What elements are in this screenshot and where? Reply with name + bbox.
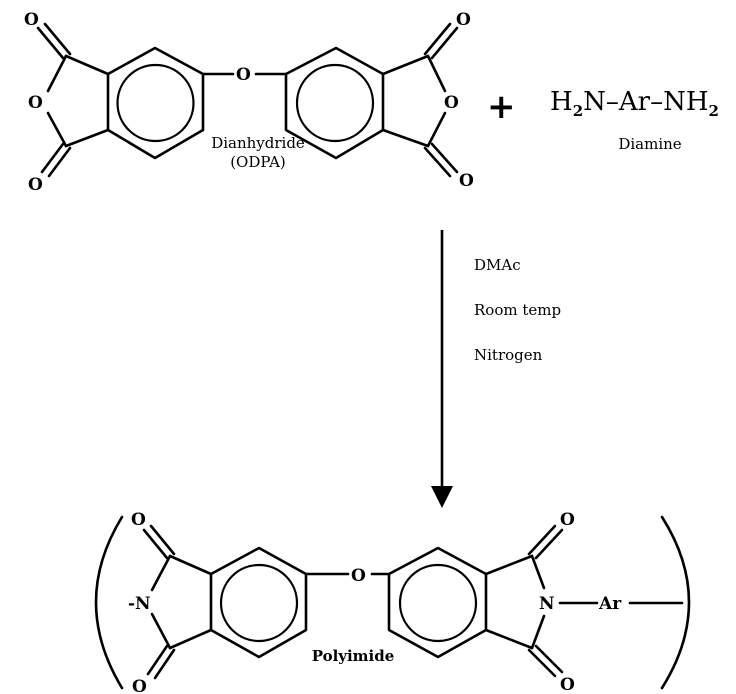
condition-solvent: DMAc <box>474 256 521 274</box>
dianhydride-abbrev: (ODPA) <box>230 153 286 171</box>
product-right-carbonyl-top-o: O <box>560 510 575 530</box>
reaction-arrow <box>431 230 453 508</box>
product-right-imide-n: N <box>539 594 555 614</box>
product-left-carbonyl-top-o: O <box>131 510 146 530</box>
diamine-formula: H2N–Ar–NH2 <box>550 87 719 120</box>
plus-sign: + <box>487 87 516 127</box>
ether-bridge-o: O <box>236 65 251 85</box>
left-ring-o: O <box>28 93 43 113</box>
right-carbonyl-top-o: O <box>456 10 471 30</box>
dianhydride-structure: O O O O O O O Dianhydride (ODPA) <box>24 10 474 195</box>
product-ether-bridge-o: O <box>351 566 366 586</box>
product-ar-group: Ar <box>598 594 622 614</box>
polyimide-structure: O -N O O O N O Ar Polyimide <box>94 510 691 694</box>
left-benzene-ring <box>106 46 205 160</box>
product-left-imide-ring <box>142 524 213 680</box>
condition-temperature: Room temp <box>474 301 561 319</box>
dianhydride-name: Dianhydride <box>211 134 305 152</box>
right-carbonyl-bottom-o: O <box>459 171 474 191</box>
product-right-benzene-ring <box>387 546 488 659</box>
condition-atmosphere: Nitrogen <box>474 346 543 364</box>
product-left-carbonyl-bottom-o: O <box>132 677 147 694</box>
diamine: H2N–Ar–NH2 Diamine <box>550 87 719 153</box>
product-name: Polyimide <box>312 647 395 665</box>
right-anhydride-ring <box>381 22 459 178</box>
left-bracket <box>94 515 124 690</box>
right-bracket <box>660 515 691 690</box>
product-left-benzene-ring <box>209 546 308 659</box>
product-left-imide-n: -N <box>128 594 151 614</box>
right-ring-o: O <box>444 93 459 113</box>
product-right-carbonyl-bottom-o: O <box>560 675 575 694</box>
product-right-imide-ring <box>484 524 564 678</box>
left-carbonyl-bottom-o: O <box>28 175 43 195</box>
left-anhydride-ring <box>36 22 110 178</box>
diamine-name: Diamine <box>618 135 681 153</box>
left-carbonyl-top-o: O <box>24 10 39 30</box>
